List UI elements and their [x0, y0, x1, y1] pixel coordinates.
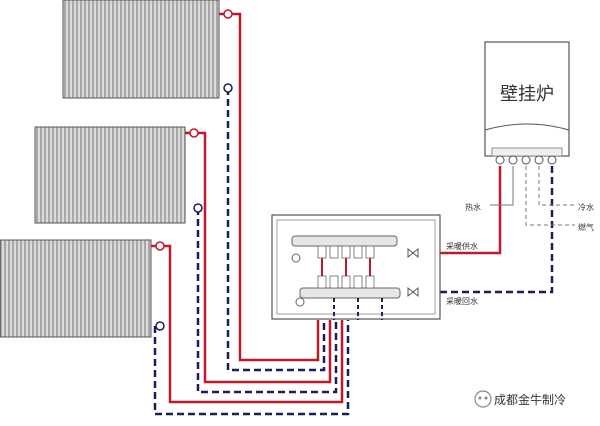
- return-valve-markers: [155, 83, 233, 331]
- return-pipes: [153, 88, 554, 416]
- heating-supply-label: 采暖供水: [446, 241, 478, 251]
- manifold-cabinet: [271, 214, 441, 320]
- valve-icon: [407, 247, 419, 298]
- heating-return-label: 采暖回水: [446, 296, 478, 306]
- gas-label: 燃气: [578, 222, 594, 232]
- radiator-2: [34, 126, 186, 224]
- hot-water-label: 热水: [465, 202, 481, 212]
- watermark-text: 成都金牛制冷: [494, 392, 566, 407]
- radiator-3: [0, 239, 152, 338]
- chat-bubble-icon: [474, 390, 492, 408]
- radiator-1: [62, 0, 220, 99]
- boiler-label: 壁挂炉: [500, 84, 554, 105]
- cold-water-label: 冷水: [578, 202, 594, 212]
- valve-markers: [155, 9, 233, 251]
- service-lines: [490, 166, 575, 226]
- boiler: [484, 41, 570, 165]
